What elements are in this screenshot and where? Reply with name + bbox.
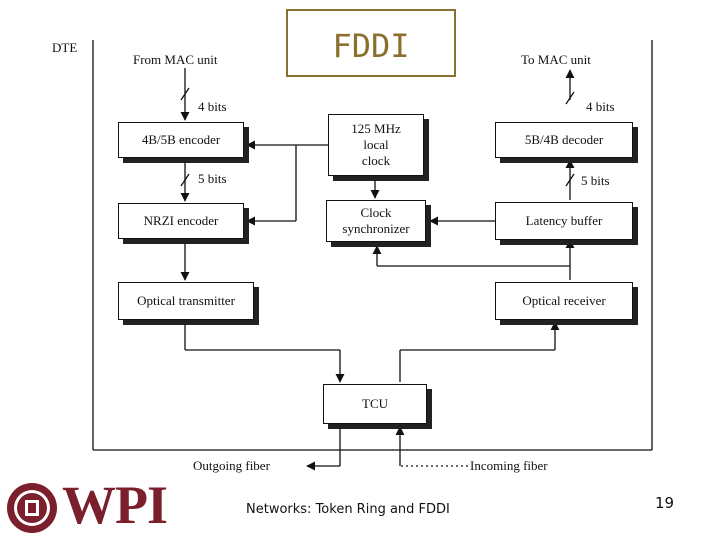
tcu-block: TCU: [323, 384, 427, 424]
latency-buffer-label: Latency buffer: [525, 213, 603, 228]
decoder-5b4b-label: 5B/4B decoder: [524, 132, 604, 147]
optical-transmitter-block: Optical transmitter: [118, 282, 254, 320]
local-clock-block: 125 MHz local clock: [328, 114, 424, 176]
decoder-5b4b-block: 5B/4B decoder: [495, 122, 633, 158]
clock-synchronizer-block: Clock synchronizer: [326, 200, 426, 242]
local-clock-label: 125 MHz local clock: [351, 121, 401, 168]
encoder-4b5b-block: 4B/5B encoder: [118, 122, 244, 158]
bits-4-right: 4 bits: [586, 99, 615, 114]
optical-transmitter-label: Optical transmitter: [137, 293, 235, 308]
slide-title: FDDI: [332, 27, 410, 65]
to-mac-label: To MAC unit: [521, 52, 591, 67]
incoming-fiber-label: Incoming fiber: [470, 458, 548, 473]
title-box: FDDI: [286, 9, 456, 77]
from-mac-label: From MAC unit: [133, 52, 218, 67]
tcu-label: TCU: [362, 396, 388, 411]
footer-text: Networks: Token Ring and FDDI: [246, 502, 450, 517]
dte-label: DTE: [52, 40, 78, 55]
bits-4-left: 4 bits: [198, 99, 227, 114]
nrzi-encoder-label: NRZI encoder: [143, 213, 219, 228]
clock-synchronizer-label: Clock synchronizer: [342, 205, 410, 236]
latency-buffer-block: Latency buffer: [495, 202, 633, 240]
bits-5-right: 5 bits: [581, 173, 610, 188]
wpi-seal-icon: [7, 483, 57, 533]
outgoing-fiber-label: Outgoing fiber: [193, 458, 270, 473]
optical-receiver-label: Optical receiver: [522, 293, 606, 308]
wpi-logo-text: WPI: [62, 475, 168, 535]
nrzi-encoder-block: NRZI encoder: [118, 203, 244, 239]
encoder-4b5b-label: 4B/5B encoder: [141, 132, 221, 147]
optical-receiver-block: Optical receiver: [495, 282, 633, 320]
page-number: 19: [655, 494, 675, 512]
bits-5-left: 5 bits: [198, 171, 227, 186]
